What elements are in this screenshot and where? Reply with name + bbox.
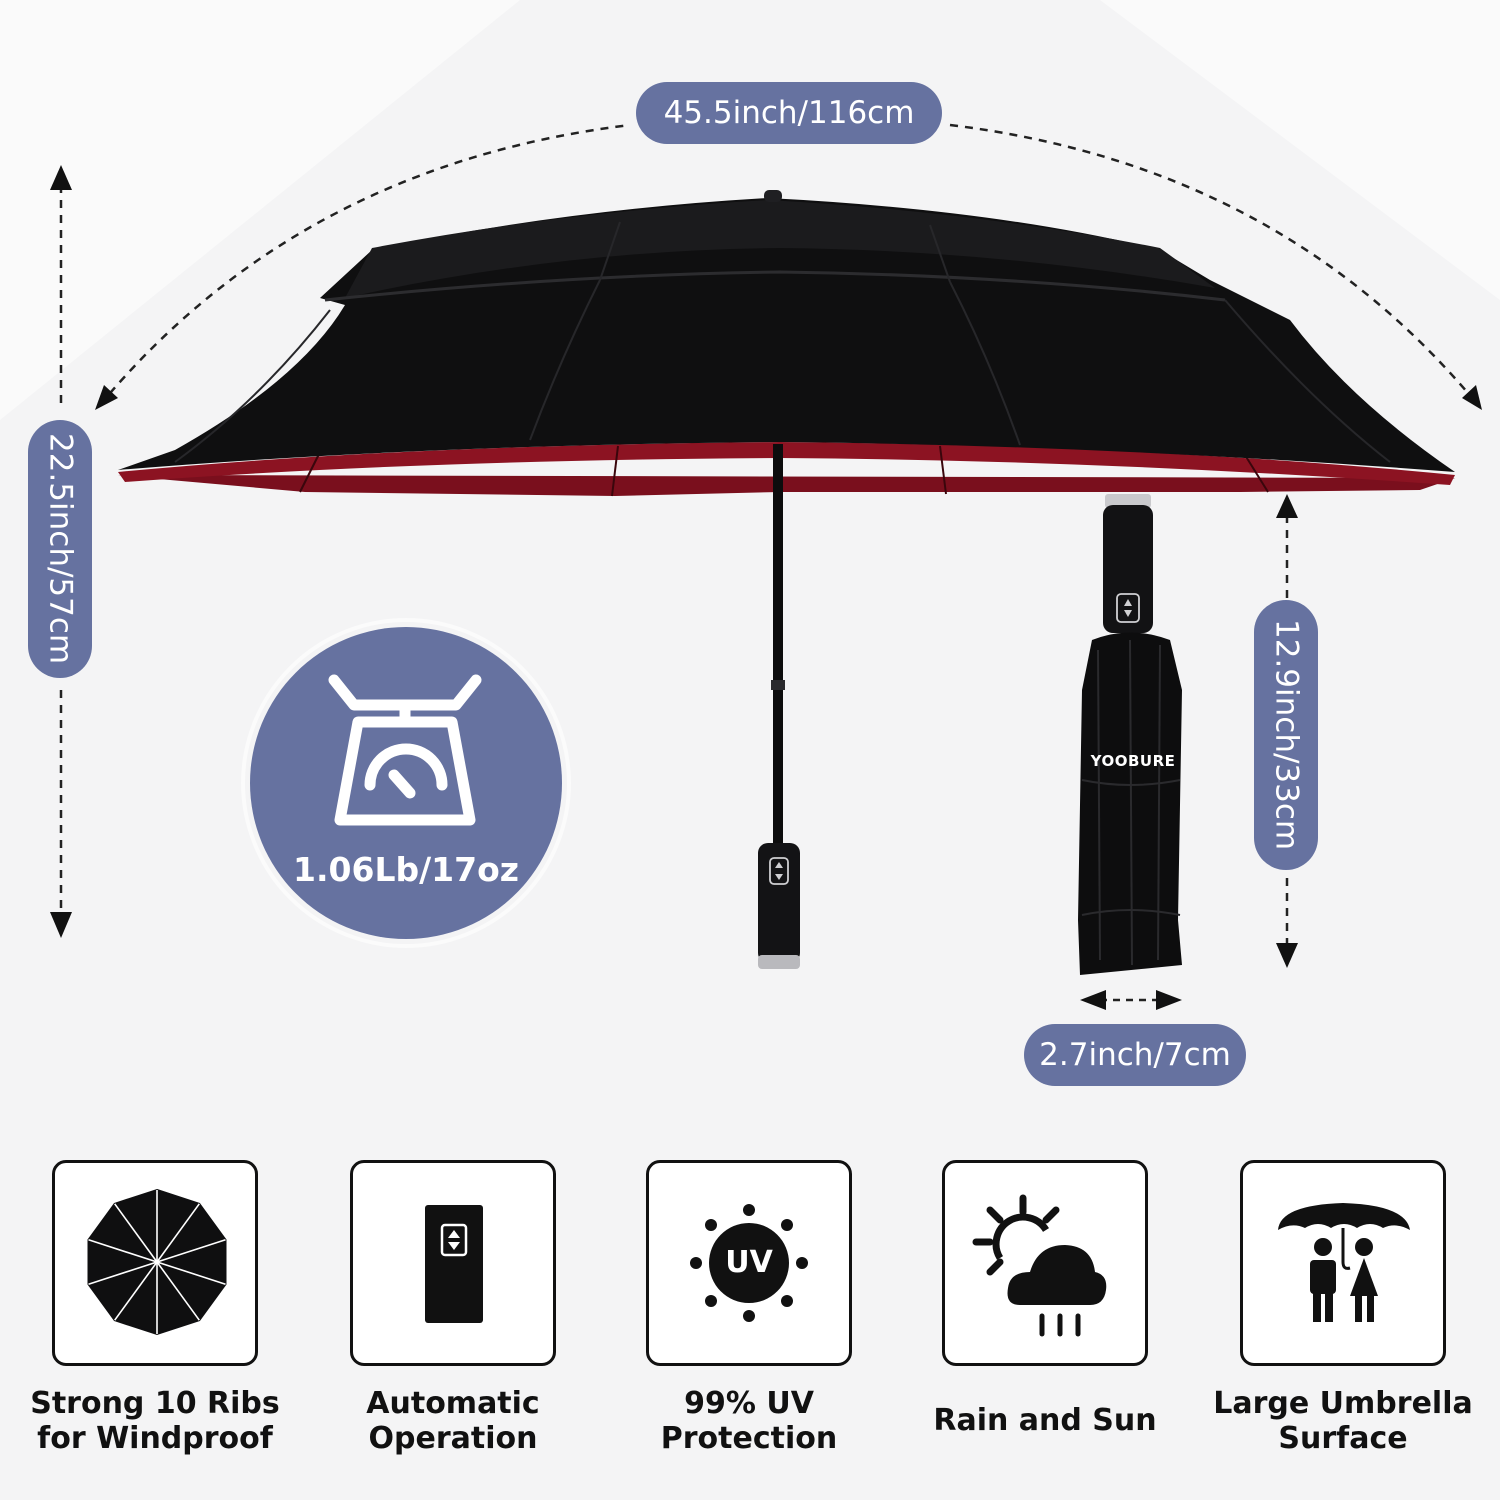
ten-ribs-icon	[87, 1188, 227, 1336]
feature-label-ribs-line2: for Windproof	[37, 1421, 273, 1456]
width-dimension-text: 45.5inch/116cm	[663, 95, 915, 131]
brand-logo-text: YOOBURE	[1090, 752, 1176, 770]
uv-badge-text: UV	[725, 1245, 773, 1280]
couple-under-umbrella-icon	[1278, 1203, 1410, 1322]
folded-umbrella	[1078, 494, 1182, 975]
height-dimension-text: 22.5inch/57cm	[42, 433, 79, 665]
uv-sun-icon	[690, 1204, 808, 1322]
folded-length-dimension-text: 12.9inch/33cm	[1268, 619, 1305, 851]
feature-label-automatic-line2: Operation	[368, 1421, 538, 1456]
feature-label-ribs: Strong 10 Ribs for Windproof	[5, 1386, 305, 1456]
folded-length-dimension-line	[1276, 494, 1298, 968]
rib-line	[114, 1261, 158, 1321]
feature-label-ribs-line1: Strong 10 Ribs	[30, 1386, 280, 1421]
feature-label-uv: 99% UV Protection	[599, 1386, 899, 1456]
rib-line	[88, 1239, 158, 1263]
rib-line	[114, 1203, 158, 1263]
folded-width-dimension-line	[1080, 990, 1182, 1010]
rib-line	[156, 1261, 226, 1285]
feature-label-automatic: Automatic Operation	[303, 1386, 603, 1456]
width-dimension-label: 45.5inch/116cm	[636, 82, 942, 144]
feature-label-surface-line1: Large Umbrella	[1213, 1386, 1473, 1421]
width-dimension-arc	[95, 123, 1482, 410]
feature-label-uv-line2: Protection	[660, 1421, 838, 1456]
auto-button-icon	[425, 1205, 483, 1323]
feature-label-surface: Large Umbrella Surface	[1193, 1386, 1493, 1456]
rib-line	[156, 1203, 200, 1263]
rib-line	[156, 1239, 226, 1263]
feature-box-uv	[646, 1160, 852, 1366]
weight-label: 1.06Lb/17oz	[293, 850, 519, 889]
height-dimension-label: 22.5inch/57cm	[28, 420, 92, 678]
scale-icon	[328, 674, 482, 826]
rib-line	[156, 1261, 200, 1321]
rib-line	[88, 1261, 158, 1285]
folded-length-dimension-label: 12.9inch/33cm	[1254, 600, 1318, 870]
feature-label-uv-line1: 99% UV	[684, 1386, 814, 1421]
folded-width-dimension-label: 2.7inch/7cm	[1024, 1024, 1246, 1086]
feature-label-surface-line2: Surface	[1278, 1421, 1408, 1456]
rain-and-sun-icon	[972, 1194, 1107, 1337]
feature-label-rain-sun-line1: Rain and Sun	[933, 1403, 1157, 1438]
height-dimension-line	[50, 165, 72, 938]
feature-label-automatic-line1: Automatic	[366, 1386, 540, 1421]
folded-width-dimension-text: 2.7inch/7cm	[1039, 1037, 1231, 1073]
feature-label-rain-sun: Rain and Sun	[895, 1403, 1195, 1438]
open-umbrella	[118, 190, 1455, 969]
weight-badge	[241, 618, 571, 948]
